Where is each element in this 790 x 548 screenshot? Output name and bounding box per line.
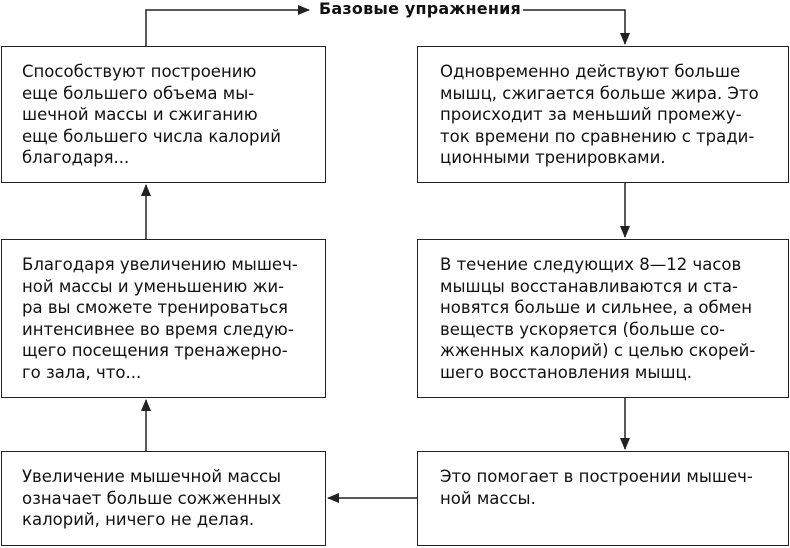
box-right-top: Одновременно действуют больше мышц, сжиг… bbox=[417, 46, 789, 183]
box-left-bottom: Увеличение мышечной массы означает больш… bbox=[1, 451, 326, 546]
box-right-middle: В течение следующих 8—12 часов мышцы вос… bbox=[417, 239, 789, 398]
box-left-top: Способствуют построению еще большего объ… bbox=[1, 46, 326, 183]
box-right-bottom: Это помогает в построении мышеч- ной мас… bbox=[417, 451, 789, 546]
box-left-middle: Благодаря увеличению мышеч- ной массы и … bbox=[1, 239, 326, 398]
connector-left-top-to-title bbox=[145, 5, 310, 46]
connector-title-to-right-top bbox=[515, 9, 630, 45]
diagram-title: Базовые упражнения bbox=[317, 0, 523, 18]
